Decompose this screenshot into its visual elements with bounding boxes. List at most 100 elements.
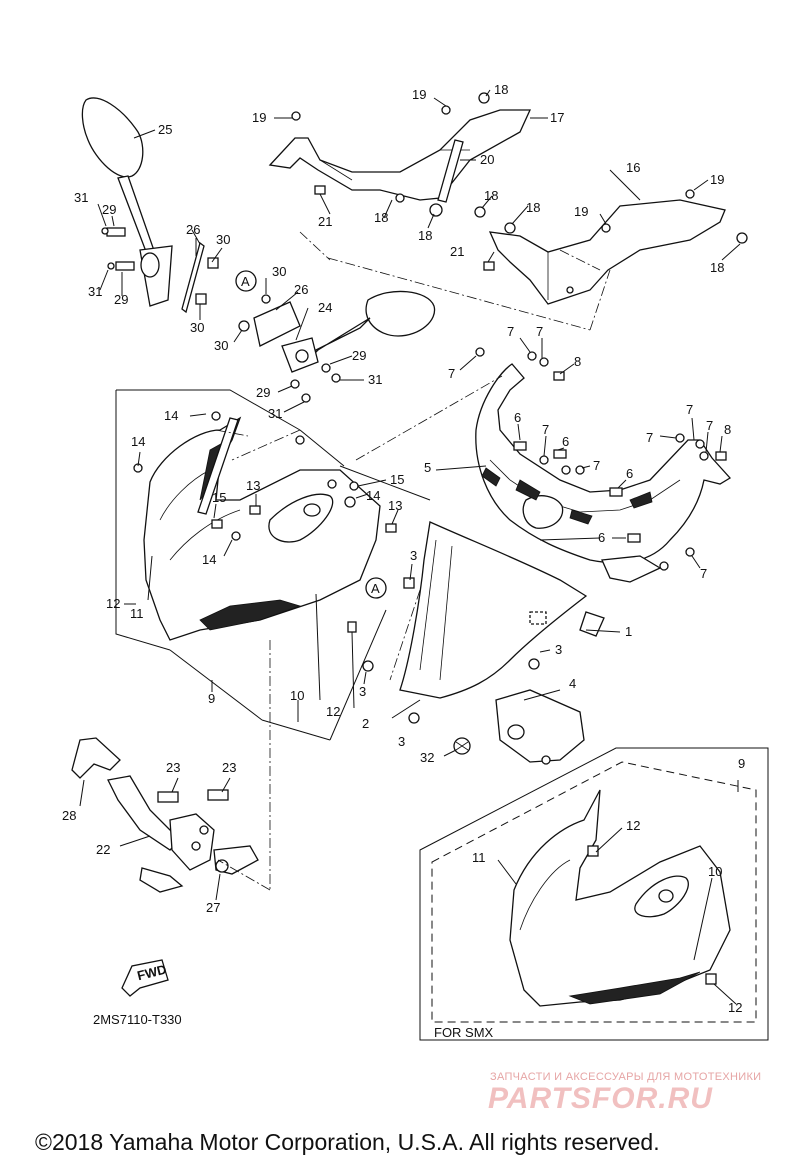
mirror-right: [238, 290, 436, 403]
fasteners-top: [291, 92, 748, 271]
label-21a: 21: [318, 214, 332, 229]
label-6d: 6: [598, 530, 605, 545]
smx-frame: [419, 747, 769, 1041]
label-7c: 7: [448, 366, 455, 381]
label-12d: 12: [728, 1000, 742, 1015]
label-28: 28: [62, 808, 76, 823]
label-27: 27: [206, 900, 220, 915]
inner-panel-17: [268, 109, 532, 203]
label-23b: 23: [222, 760, 236, 775]
label-10b: 10: [708, 864, 722, 879]
label-31a: 31: [74, 190, 88, 205]
label-19d: 19: [710, 172, 724, 187]
label-29d: 29: [256, 385, 270, 400]
label-31b: 31: [88, 284, 102, 299]
callout-a-upper: [235, 270, 257, 292]
label-12c: 12: [626, 818, 640, 833]
label-20: 20: [480, 152, 494, 167]
label-3: 3: [410, 548, 417, 563]
label-26b: 26: [294, 282, 308, 297]
label-31c: 31: [368, 372, 382, 387]
label-12: 12: [106, 596, 120, 611]
label-21b: 21: [450, 244, 464, 259]
label-7e: 7: [593, 458, 600, 473]
label-17: 17: [550, 110, 564, 125]
label-14a: 14: [164, 408, 178, 423]
clips: [475, 347, 727, 557]
label-14b: 14: [131, 434, 145, 449]
label-16: 16: [626, 160, 640, 175]
label-14d: 14: [366, 488, 380, 503]
label-1: 1: [625, 624, 632, 639]
label-18d: 18: [484, 188, 498, 203]
label-11b: 11: [472, 850, 486, 865]
bracket-stay: [71, 737, 259, 893]
part-number-labels: 1 2 3 3 3 3 4 5 6 6 6 6 7 7 7 7 7 7 7 7 …: [62, 82, 745, 1015]
label-8a: 8: [574, 354, 581, 369]
mirror-left: [81, 97, 173, 307]
label-25: 25: [158, 122, 172, 137]
copyright-notice: ©2018 Yamaha Motor Corporation, U.S.A. A…: [35, 1129, 660, 1155]
label-26a: 26: [186, 222, 200, 237]
label-5: 5: [424, 460, 431, 475]
watermark-logo: PARTSFOR.RU: [488, 1082, 713, 1115]
callout-a-upper-text: A: [241, 274, 250, 289]
label-9b: 9: [738, 756, 745, 771]
watermark-subtitle: ЗАПЧАСТИ И АКСЕССУАРЫ ДЛЯ МОТОТЕХНИКИ: [490, 1071, 762, 1083]
label-3b: 3: [555, 642, 562, 657]
label-18a: 18: [494, 82, 508, 97]
label-29a: 29: [102, 202, 116, 217]
label-30b: 30: [190, 320, 204, 335]
label-3d: 3: [398, 734, 405, 749]
leader-lines: [79, 89, 741, 1005]
label-13b: 13: [388, 498, 402, 513]
label-7g: 7: [686, 402, 693, 417]
label-2: 2: [362, 716, 369, 731]
label-31d: 31: [268, 406, 282, 421]
label-7i: 7: [700, 566, 707, 581]
variant-label: FOR SMX: [434, 1025, 494, 1040]
label-19a: 19: [252, 110, 266, 125]
label-30d: 30: [214, 338, 228, 353]
label-4: 4: [569, 676, 576, 691]
label-3c: 3: [359, 684, 366, 699]
label-7b: 7: [536, 324, 543, 339]
label-24: 24: [318, 300, 332, 315]
smx-side-cowl: [509, 789, 731, 1007]
panel-4: [495, 689, 585, 765]
upper-cowling-5: [475, 363, 732, 583]
label-29b: 29: [114, 292, 128, 307]
label-30a: 30: [216, 232, 230, 247]
label-6b: 6: [562, 434, 569, 449]
label-8b: 8: [724, 422, 731, 437]
inner-panel-16: [488, 199, 726, 305]
label-30c: 30: [272, 264, 286, 279]
label-6a: 6: [514, 410, 521, 425]
label-18f: 18: [710, 260, 724, 275]
label-22: 22: [96, 842, 110, 857]
label-11: 11: [130, 606, 144, 621]
label-15a: 15: [212, 490, 226, 505]
side-cowl-main: [133, 411, 415, 641]
label-14c: 14: [202, 552, 216, 567]
label-15b: 15: [390, 472, 404, 487]
label-19b: 19: [412, 87, 426, 102]
label-7f: 7: [646, 430, 653, 445]
windshield-2: [362, 521, 605, 724]
fwd-label: FWD: [136, 962, 168, 984]
label-19c: 19: [574, 204, 588, 219]
label-6c: 6: [626, 466, 633, 481]
label-7h: 7: [706, 418, 713, 433]
label-7a: 7: [507, 324, 514, 339]
label-32: 32: [420, 750, 434, 765]
callout-a-lower: [365, 577, 387, 599]
label-18c: 18: [418, 228, 432, 243]
fwd-arrow-icon: [121, 959, 169, 997]
diagram-code: 2MS7110-T330: [93, 1012, 182, 1027]
label-9: 9: [208, 691, 215, 706]
label-13a: 13: [246, 478, 260, 493]
label-29c: 29: [352, 348, 366, 363]
fasteners-left: [101, 227, 219, 305]
label-10: 10: [290, 688, 304, 703]
